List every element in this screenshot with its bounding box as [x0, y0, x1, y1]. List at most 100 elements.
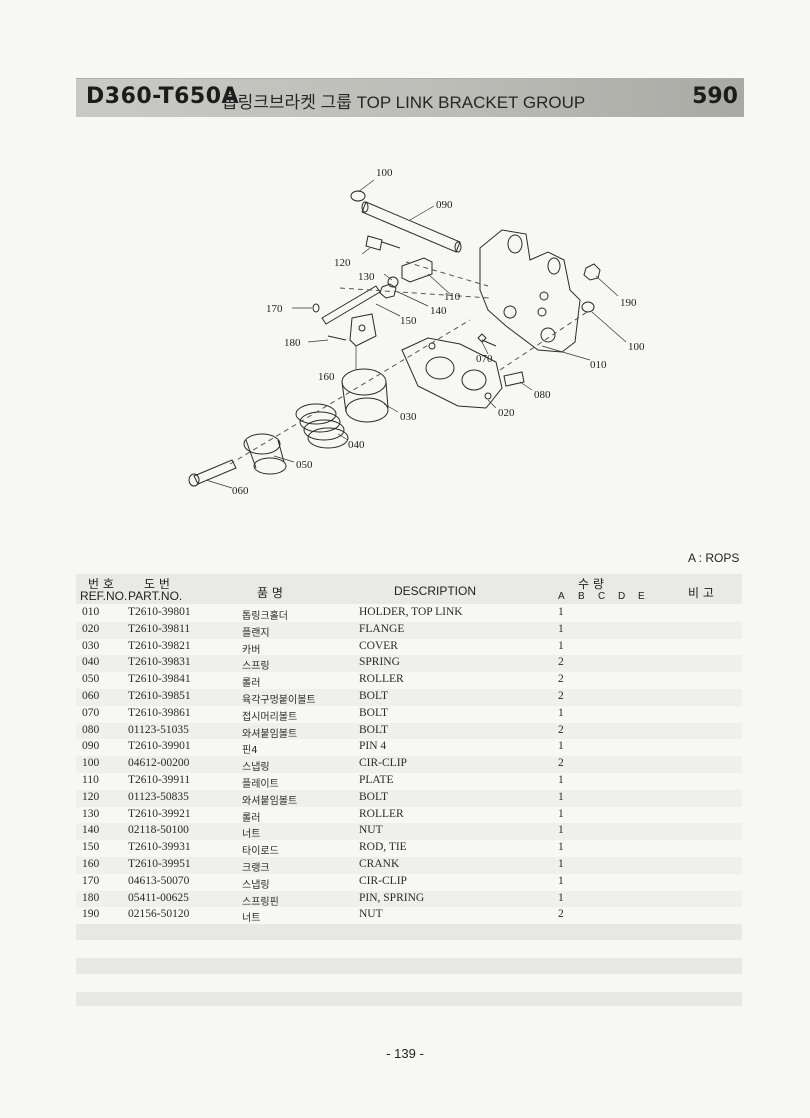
description-cell: SPRING: [359, 656, 400, 669]
qty-cell: 1: [558, 706, 564, 719]
ref-eng-header: REF.NO.: [80, 589, 128, 603]
qty-cell: 2: [558, 723, 564, 736]
qty-cell: 1: [558, 824, 564, 837]
page-header-bar: D360-T650A 톱링크브라켓 그룹 TOP LINK BRACKET GR…: [76, 78, 744, 117]
description-cell: BOLT: [359, 723, 388, 736]
holder-part: [479, 229, 581, 353]
korean-name-cell: 스냅링: [242, 879, 270, 891]
callout-label: 180: [284, 337, 301, 349]
crank-part: [349, 313, 377, 347]
description-header: DESCRIPTION: [394, 584, 477, 598]
ref-no-cell: 010: [82, 606, 100, 618]
description-cell: PIN, SPRING: [359, 891, 425, 904]
part-no-cell: 01123-50835: [128, 790, 189, 803]
qty-kor-header: 수 량: [578, 577, 604, 591]
part-no-cell: T2610-39951: [128, 857, 191, 870]
qty-cell: 1: [558, 891, 564, 904]
qty-cell: 1: [558, 622, 564, 635]
ref-no-cell: 060: [82, 689, 100, 702]
callout-label: 080: [534, 389, 551, 401]
empty-band: [76, 958, 742, 974]
korean-name-cell: 스프링핀: [242, 896, 279, 908]
callout-label: 170: [266, 303, 283, 315]
description-cell: COVER: [359, 639, 398, 652]
part-no-cell: T2610-39931: [128, 841, 191, 854]
page-number: - 139 -: [386, 1046, 424, 1061]
part-no-cell: T2610-39851: [128, 689, 191, 702]
korean-name-cell: 핀4: [242, 745, 258, 757]
ref-no-cell: 110: [82, 773, 99, 786]
callout-label: 160: [318, 371, 335, 383]
part-no-cell: T2610-39861: [128, 706, 191, 719]
qty-col-b: B: [578, 591, 585, 602]
description-cell: NUT: [359, 824, 383, 837]
callout-label: 100: [628, 341, 645, 353]
group-title: 톱링크브라켓 그룹 TOP LINK BRACKET GROUP: [222, 93, 586, 112]
page-code: 590: [692, 84, 738, 109]
callout-label: 110: [444, 291, 461, 303]
qty-cell: 1: [558, 740, 564, 753]
callout-label: 050: [296, 459, 313, 471]
ref-no-cell: 040: [82, 656, 100, 669]
description-cell: CIR-CLIP: [359, 874, 407, 887]
ref-no-cell: 120: [82, 790, 100, 803]
description-cell: PLATE: [359, 773, 394, 786]
ref-no-cell: 190: [82, 908, 100, 921]
part-eng-header: PART.NO.: [128, 589, 183, 603]
ref-no-cell: 180: [82, 891, 100, 904]
rops-note: A : ROPS: [688, 551, 740, 565]
callout-label: 020: [498, 407, 515, 419]
qty-cell: 1: [558, 773, 564, 786]
callout-label: 030: [400, 411, 417, 423]
part-no-cell: T2610-39821: [128, 639, 191, 652]
korean-name-cell: 플랜지: [242, 627, 270, 639]
part-no-cell: T2610-39801: [128, 606, 191, 618]
ref-no-cell: 020: [82, 622, 100, 635]
description-cell: NUT: [359, 908, 383, 921]
plate-part: [401, 257, 433, 283]
empty-band: [76, 924, 742, 940]
description-cell: CRANK: [359, 857, 400, 870]
korean-name-cell: 육각구멍붙이볼트: [242, 694, 316, 706]
pin-part: [361, 201, 461, 253]
callout-label: 090: [436, 199, 453, 211]
description-cell: PIN 4: [359, 740, 387, 753]
qty-cell: 2: [558, 656, 564, 669]
ref-no-cell: 030: [82, 639, 100, 652]
callout-labels: 100 090 120 130 110 140 170 150 190 100 …: [232, 167, 645, 497]
name-kor-header: 품 명: [257, 586, 283, 600]
korean-name-cell: 롤러: [242, 678, 261, 690]
callout-label: 140: [430, 305, 447, 317]
callout-label: 040: [348, 439, 365, 451]
korean-name-cell: 너트: [242, 913, 261, 925]
part-no-cell: T2610-39841: [128, 673, 191, 686]
table-row: 060 T2610-39851 육각구멍붙이볼트 BOLT 2: [76, 688, 742, 706]
ref-no-cell: 080: [82, 723, 100, 736]
description-cell: BOLT: [359, 706, 388, 719]
callout-label: 010: [590, 359, 607, 371]
korean-name-cell: 와셔붙임볼트: [242, 795, 298, 807]
qty-col-d: D: [618, 591, 626, 602]
exploded-parts-diagram: 100 090 120 130 110 140 170 150 190 100 …: [188, 167, 645, 497]
qty-cell: 2: [558, 689, 564, 702]
part-no-cell: 04612-00200: [128, 757, 190, 770]
korean-name-cell: 너트: [242, 829, 261, 841]
qty-col-e: E: [638, 591, 645, 602]
korean-name-cell: 카버: [242, 644, 261, 656]
korean-name-cell: 롤러: [242, 812, 261, 824]
description-cell: BOLT: [359, 689, 388, 702]
part-no-cell: 04613-50070: [128, 874, 190, 887]
ref-kor-header: 번 호: [88, 577, 114, 591]
